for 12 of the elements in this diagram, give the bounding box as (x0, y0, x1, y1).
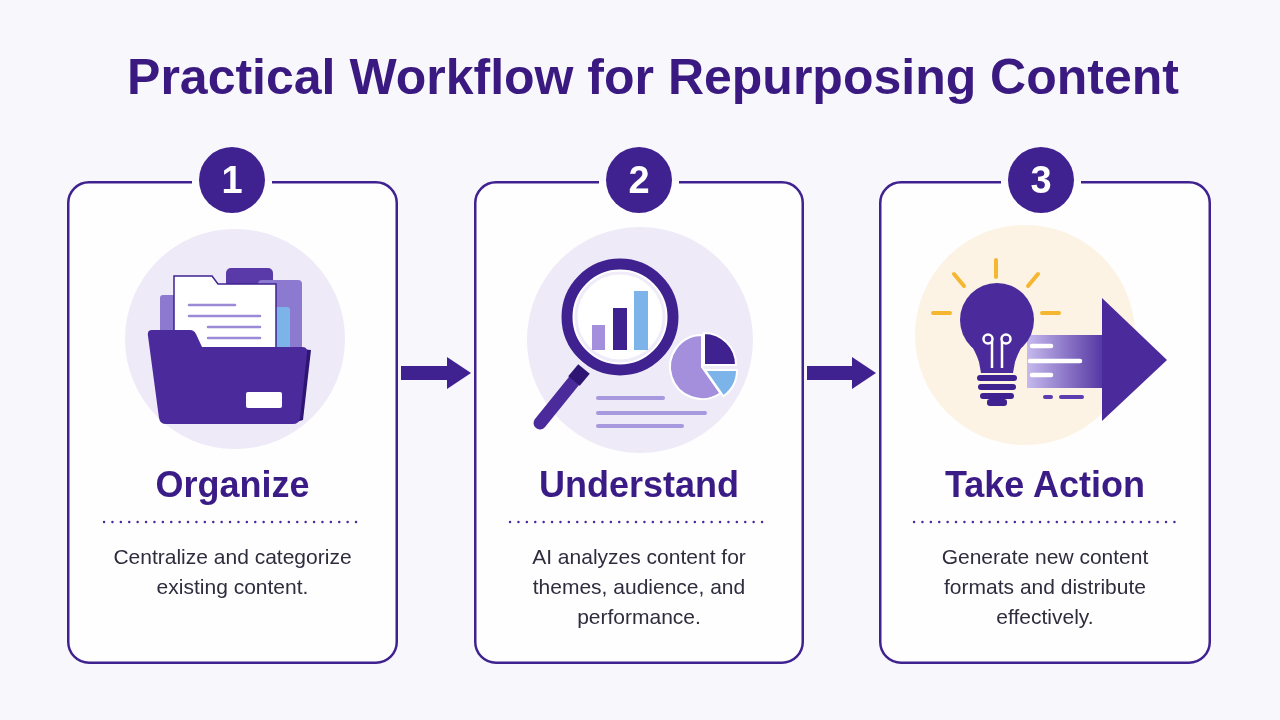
step-description: Centralize and categorize existing content. (112, 544, 353, 600)
step-number-badge: 1 (199, 147, 265, 213)
step-description: AI analyzes content for themes, audience, and performance. (531, 544, 747, 630)
step-number-badge: 3 (1008, 147, 1074, 213)
title: Practical Workflow for Repurposing Content (127, 48, 1179, 107)
step-heading: Understand (539, 464, 739, 506)
step-number-badge: 2 (606, 147, 672, 213)
step-heading: Organize (155, 464, 310, 506)
arrow (807, 357, 876, 389)
step-description: Generate new content formats and distribute effectively. (940, 544, 1150, 630)
arrow (401, 357, 471, 389)
step-heading: Take Action (945, 464, 1145, 506)
